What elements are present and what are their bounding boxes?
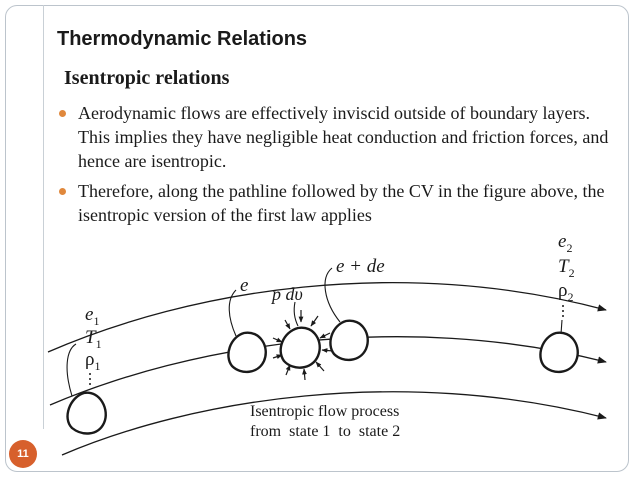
streamline-middle [49,336,607,406]
leader-e-de [324,267,341,323]
bullet-dot-icon [59,110,66,117]
state2-ellipsis [562,305,564,317]
diagram-caption-line2: from state 1 to state 2 [250,423,400,440]
state2-e-label: e2 [558,231,572,255]
slide-frame [5,5,629,472]
bullet-list: Aerodynamic flows are effectively invisc… [57,101,617,233]
control-volume-state2 [539,331,579,374]
state1-T-label: T1 [85,327,102,351]
diagram-caption-line1: Isentropic flow process [250,403,399,420]
streamline-top [47,282,607,353]
state1-e-label: e1 [85,304,99,328]
bullet-item: Aerodynamic flows are effectively invisc… [57,101,617,173]
bullet-text: Therefore, along the pathline followed b… [78,181,605,225]
leader-state1 [66,343,77,397]
control-volume-expanding [279,326,321,369]
leader-e [228,289,237,337]
bullet-text: Aerodynamic flows are effectively invisc… [78,103,609,171]
left-divider [43,5,44,429]
state1-ellipsis [89,373,91,385]
state1-rho-label: ρ1 [85,349,100,373]
state2-T-label: T2 [558,256,575,280]
slide-subtitle: Isentropic relations [64,67,230,89]
leader-state2 [560,319,563,335]
control-volume-state1 [66,391,107,435]
slide-title: Thermodynamic Relations [57,28,308,50]
e-plus-de-label: e + de [336,256,385,277]
control-volume-e-de [329,319,369,362]
slide-number-badge: 11 [9,440,37,468]
bullet-item: Therefore, along the pathline followed b… [57,179,617,227]
bullet-dot-icon [59,188,66,195]
pressure-arrows [272,310,334,381]
pdv-label: p dυ [270,284,303,304]
streamline-bottom [61,391,607,456]
leader-pdv [293,301,299,327]
state2-rho-label: ρ2 [558,280,573,304]
control-volume-e [227,331,267,374]
cv-e-label: e [240,275,248,296]
